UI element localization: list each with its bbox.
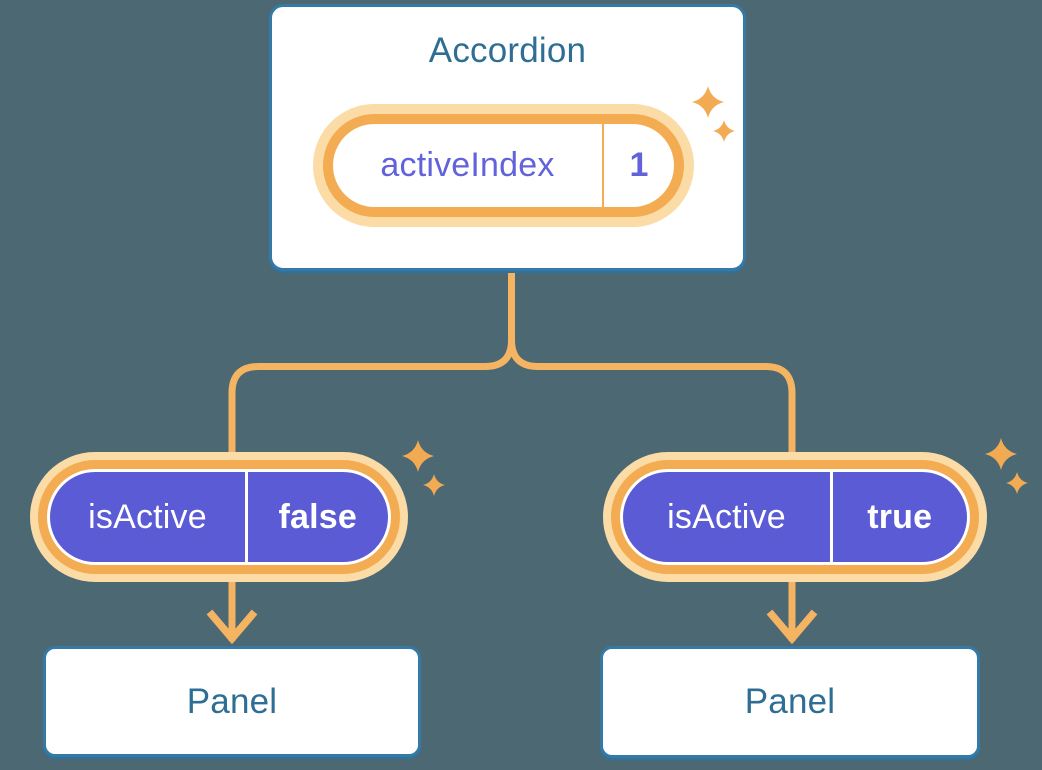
prop-pill-value-cell: true: [833, 472, 968, 562]
state-pill-value-cell: 1: [604, 124, 674, 207]
sparkle-icon: [692, 86, 735, 142]
sparkle-icon: [985, 438, 1028, 494]
panel-node-left: Panel: [43, 646, 421, 757]
prop-pill-value: true: [867, 497, 933, 536]
prop-pill-isactive-false: isActive false: [47, 469, 391, 565]
state-pill-divider: [602, 124, 604, 207]
prop-pill-divider: [245, 472, 248, 562]
state-pill-value: 1: [629, 146, 649, 184]
connector-accordion-to-left-pill: [228, 269, 515, 641]
panel-node-right: Panel: [600, 646, 980, 758]
prop-pill-divider: [830, 472, 833, 562]
prop-pill-label-cell: isActive: [50, 472, 245, 562]
connector-accordion-to-right-pill: [508, 269, 796, 641]
state-pill-activeindex: activeIndex 1: [333, 124, 674, 207]
prop-pill-label-cell: isActive: [623, 472, 830, 562]
accordion-node-title: Accordion: [428, 31, 587, 70]
panel-title: Panel: [744, 682, 836, 721]
down-arrow-icon: [766, 609, 818, 645]
prop-pill-isactive-true: isActive true: [620, 469, 970, 565]
sparkle-icon: [402, 440, 445, 496]
prop-pill-label: isActive: [667, 497, 786, 536]
state-pill-label-cell: activeIndex: [333, 124, 602, 207]
state-pill-label: activeIndex: [380, 146, 555, 184]
prop-pill-value-cell: false: [248, 472, 389, 562]
prop-pill-value: false: [278, 497, 357, 536]
prop-pill-label: isActive: [88, 497, 207, 536]
panel-title: Panel: [186, 681, 278, 721]
down-arrow-icon: [206, 609, 258, 645]
